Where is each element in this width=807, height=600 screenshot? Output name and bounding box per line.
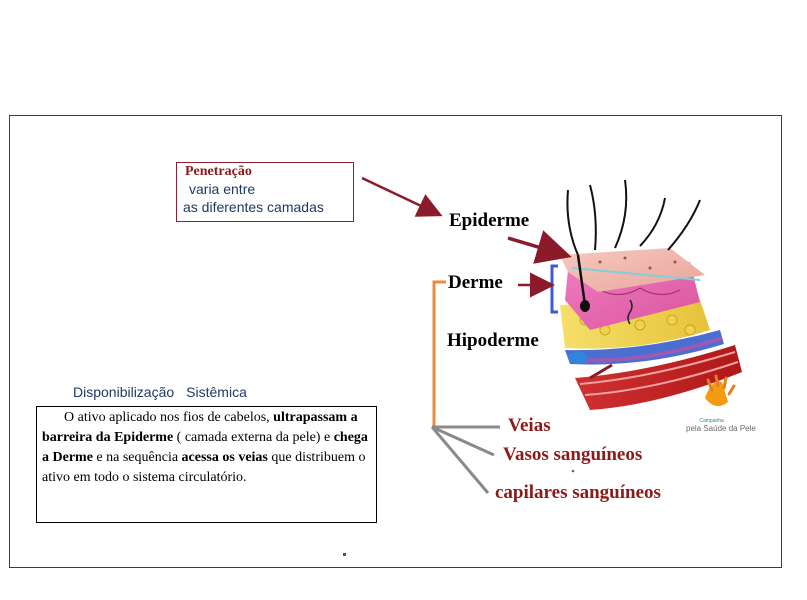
- vessel-connectors: [430, 425, 500, 494]
- description-bold-3: acessa os veias: [181, 450, 268, 465]
- epidermis-arrow: [507, 230, 572, 264]
- description-part-4: que distribuem o ativo em todo o sistema…: [42, 450, 366, 485]
- vessel-layer: [565, 330, 724, 380]
- campaign-caption: Campanha pela Saúde da Pele: [686, 418, 756, 433]
- availability-word-1: Disponibilização: [73, 384, 175, 400]
- epidermis-label: Epiderme: [449, 210, 530, 231]
- penetration-arrow: [361, 176, 443, 217]
- availability-word-2: Sistêmica: [186, 384, 247, 400]
- muscle-layer: [575, 345, 742, 410]
- description-bold-2: chega a Derme: [42, 430, 368, 465]
- hair-strands: [566, 179, 701, 312]
- campaign-logo-icon: [343, 374, 736, 556]
- hypodermis-label: Hipoderme: [447, 330, 539, 351]
- dermis-highlight: [550, 264, 558, 314]
- campaign-line-1: Campanha: [699, 418, 724, 424]
- diagram-frame: [9, 115, 782, 568]
- capillaries-label: capilares sanguíneos: [495, 482, 661, 503]
- veins-label: Veias: [508, 415, 551, 436]
- penetration-title: Penetração: [185, 164, 252, 179]
- availability-title: Disponibilização Sistêmica: [73, 384, 247, 400]
- description-box: O ativo aplicado nos fios de cabelos, ul…: [36, 406, 377, 523]
- penetration-note: Penetração varia entre as diferentes cam…: [176, 162, 354, 222]
- blood-vessels-label: Vasos sanguíneos: [503, 444, 643, 465]
- penetration-line-2: as diferentes camadas: [183, 199, 324, 215]
- description-text: O ativo aplicado nos fios de cabelos, ul…: [42, 408, 371, 488]
- penetration-line-1: varia entre: [189, 181, 256, 197]
- layers-bracket: [432, 280, 446, 427]
- epidermis-layer: [560, 248, 705, 292]
- description-part-2: ( camada externa da pele) e: [173, 430, 334, 445]
- description-part-3: e na sequência: [92, 450, 182, 465]
- description-bold-1: ultrapassam a barreira da Epiderme: [42, 410, 358, 445]
- description-part-1: O ativo aplicado nos fios de cabelos,: [64, 410, 270, 425]
- dermis-label: Derme: [448, 272, 503, 293]
- campaign-line-2: pela Saúde da Pele: [686, 424, 756, 433]
